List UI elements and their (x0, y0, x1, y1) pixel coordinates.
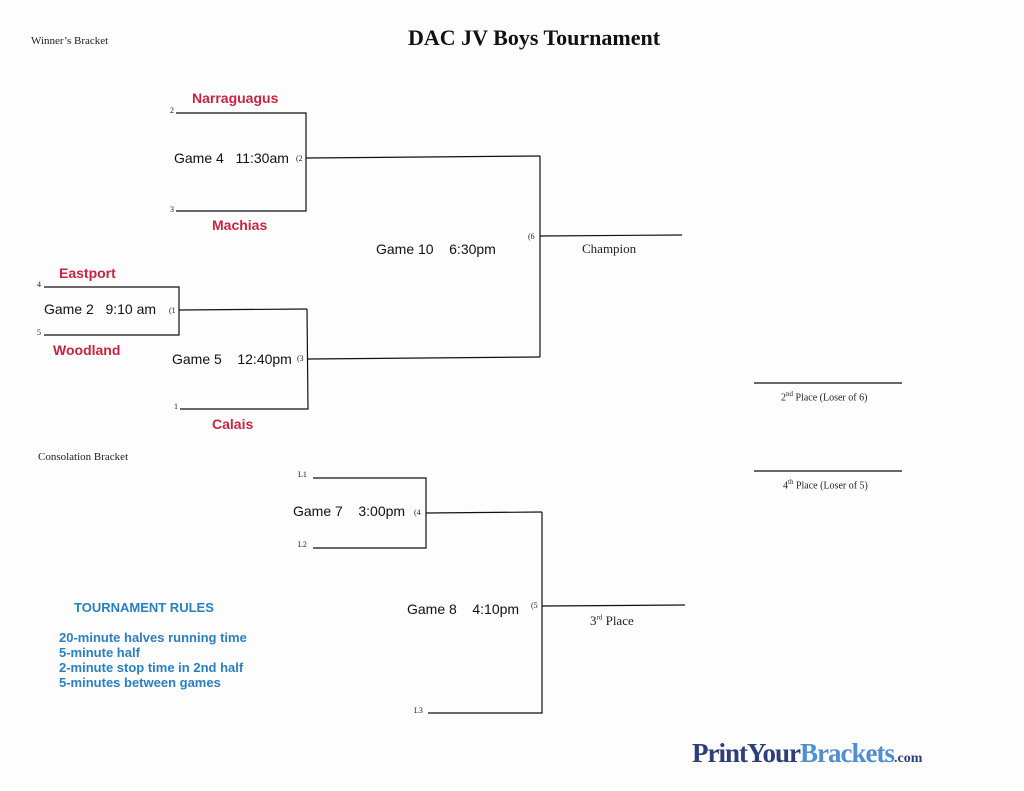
game-mark-1: (1 (169, 306, 176, 315)
seed-3: 3 (170, 205, 174, 214)
game-mark-6: (6 (528, 232, 535, 241)
printyourbrackets-logo: PrintYourBrackets.com (692, 738, 923, 768)
game8-bracket (428, 512, 543, 714)
rules-item: 5-minutes between games (59, 675, 221, 690)
game7-output (425, 511, 543, 514)
third-place-label: 3rd Place (590, 613, 634, 628)
seed-5: 5 (37, 328, 41, 337)
seed-1: 1 (174, 402, 178, 411)
rules-heading: TOURNAMENT RULES (74, 600, 214, 615)
rules-item: 5-minute half (59, 645, 140, 660)
seed-l2: L2 (298, 540, 307, 549)
game-mark-3: (3 (297, 354, 304, 363)
team-narraguagus: Narraguagus (192, 90, 279, 106)
team-eastport: Eastport (59, 265, 116, 281)
game5-bracket (180, 308, 309, 410)
game-mark-5: (5 (531, 601, 538, 610)
rules-item: 2-minute stop time in 2nd half (59, 660, 244, 675)
fourth-place-label: 4th Place (Loser of 5) (783, 478, 868, 492)
team-woodland: Woodland (53, 342, 121, 358)
game-mark-2: (2 (296, 154, 303, 163)
game-7-label: Game 7 3:00pm (293, 503, 406, 519)
game2-output (178, 308, 308, 311)
game2-bracket (44, 286, 180, 336)
rules-item: 20-minute halves running time (59, 630, 247, 645)
team-machias: Machias (212, 217, 268, 233)
consolation-bracket-label: Consolation Bracket (38, 451, 129, 463)
seed-l1: L1 (298, 470, 307, 479)
second-place-label: 2nd Place (Loser of 6) (781, 390, 868, 404)
team-calais: Calais (212, 416, 254, 432)
seed-4: 4 (37, 280, 41, 289)
game-mark-4: (4 (414, 508, 421, 517)
game-8-label: Game 8 4:10pm (407, 601, 520, 617)
page-title: DAC JV Boys Tournament (408, 25, 661, 50)
rules-list: 20-minute halves running time 5-minute h… (59, 630, 247, 690)
game-5-label: Game 5 12:40pm (172, 351, 292, 367)
seed-l3: L3 (414, 706, 423, 715)
game-2-label: Game 2 9:10 am (44, 301, 157, 317)
seed-2: 2 (170, 106, 174, 115)
champion-label: Champion (582, 241, 637, 256)
third-place-line (541, 604, 686, 607)
winners-bracket-label: Winner’s Bracket (31, 35, 109, 47)
game5-output (307, 356, 541, 360)
game4-output (305, 155, 541, 159)
champion-line (539, 234, 683, 237)
game4-bracket (176, 112, 307, 212)
game-4-label: Game 4 11:30am (174, 150, 289, 166)
game-10-label: Game 10 6:30pm (376, 241, 496, 257)
